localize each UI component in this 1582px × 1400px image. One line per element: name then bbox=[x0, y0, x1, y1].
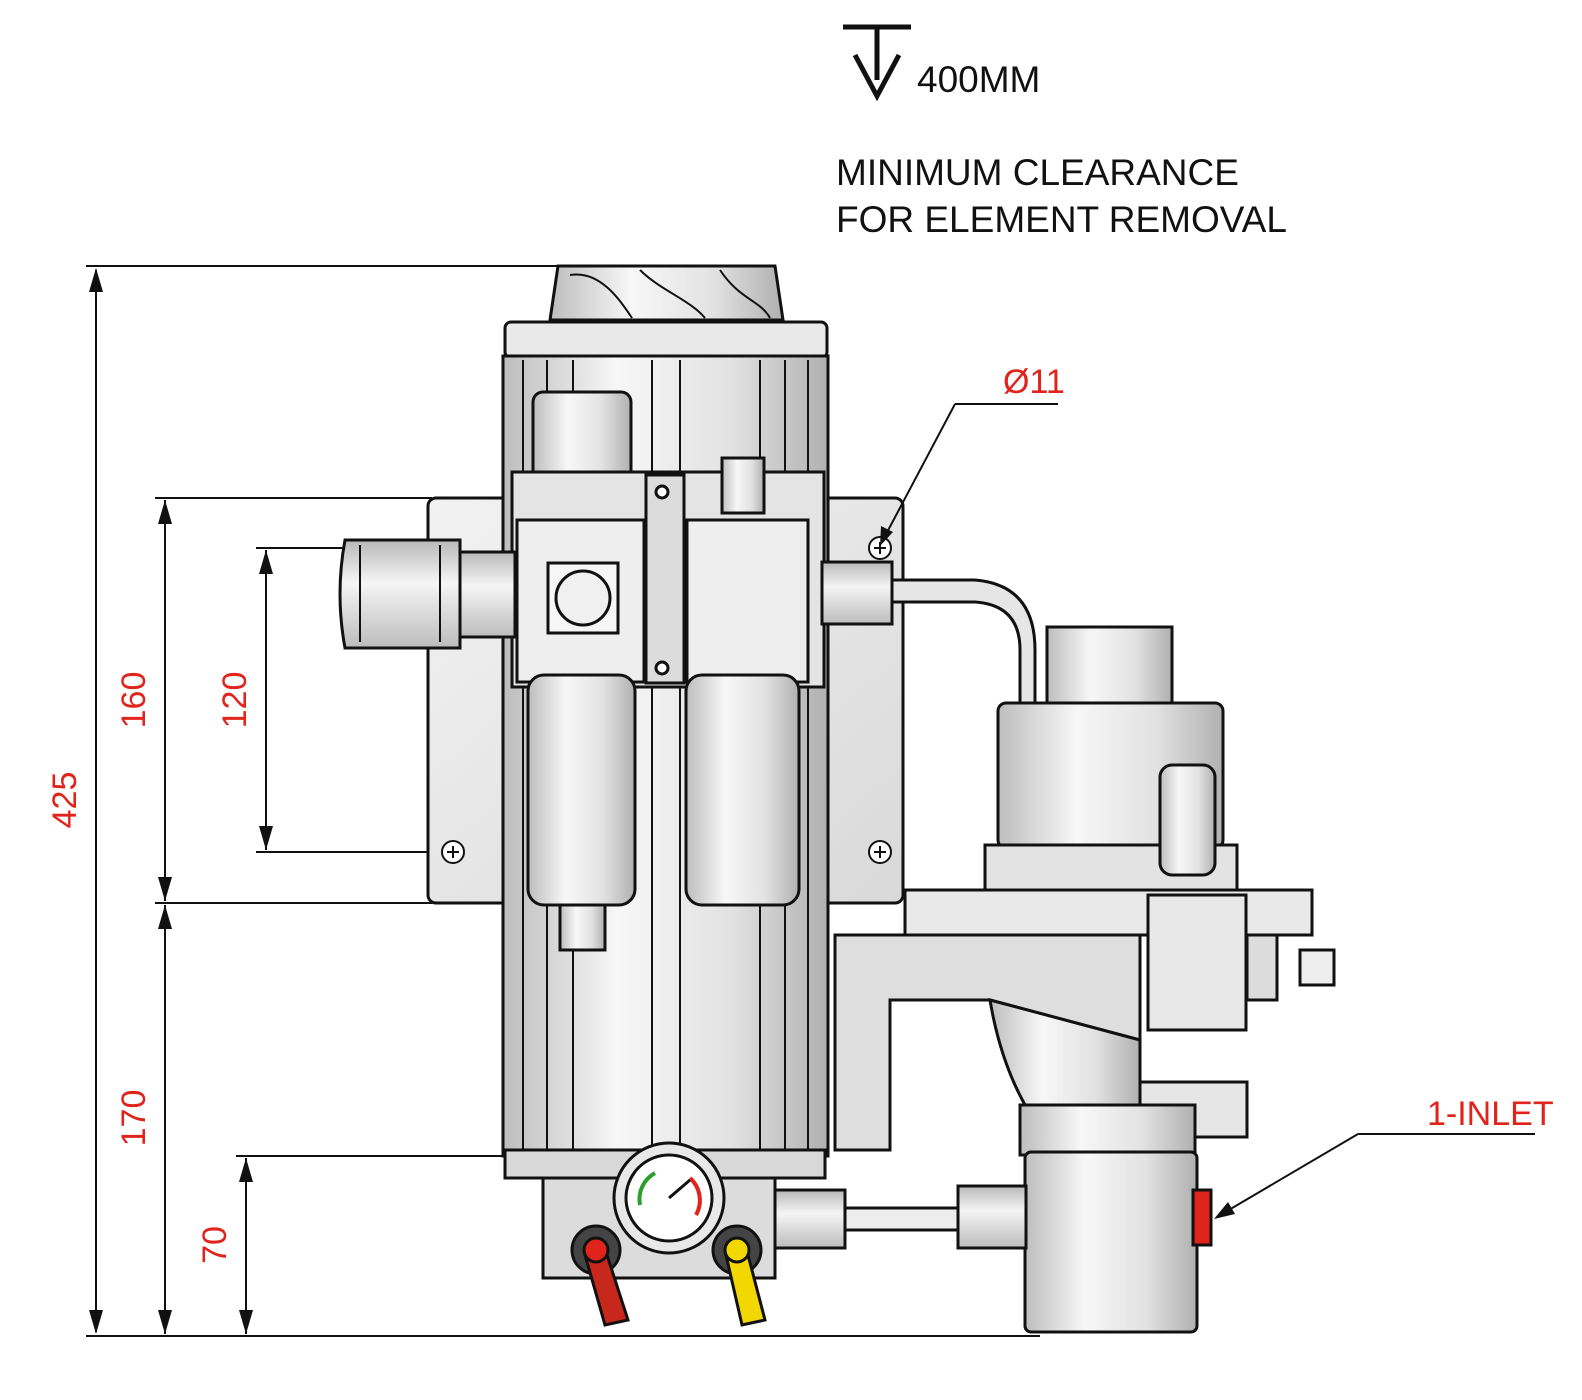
pump-housing bbox=[833, 625, 1336, 1334]
hole-diameter-callout: Ø11 bbox=[1003, 363, 1065, 401]
dim-port-height: 70 bbox=[196, 1226, 234, 1264]
clearance-note-line1: MINIMUM CLEARANCE bbox=[836, 152, 1239, 193]
clearance-value: 400MM bbox=[917, 59, 1040, 100]
valve-lever-right-icon bbox=[711, 1224, 767, 1327]
pipe-lower bbox=[773, 1184, 1028, 1250]
inlet-coupling bbox=[338, 538, 517, 650]
dim-total-height: 425 bbox=[46, 772, 84, 829]
inlet-leader bbox=[1214, 1133, 1535, 1219]
dim-arrows bbox=[89, 268, 273, 1334]
valve-lever-left-icon bbox=[570, 1224, 630, 1327]
filter-regulator bbox=[441, 390, 892, 952]
inlet-callout: 1-INLET bbox=[1427, 1095, 1554, 1133]
dim-mount-hole-spacing: 120 bbox=[216, 672, 254, 729]
clearance-symbol-icon bbox=[843, 24, 911, 102]
hole-diameter-leader bbox=[880, 403, 1058, 546]
dim-bracket-to-base: 170 bbox=[115, 1090, 153, 1147]
dim-bracket-span: 160 bbox=[115, 672, 153, 729]
clearance-note-line2: FOR ELEMENT REMOVAL bbox=[836, 199, 1287, 240]
